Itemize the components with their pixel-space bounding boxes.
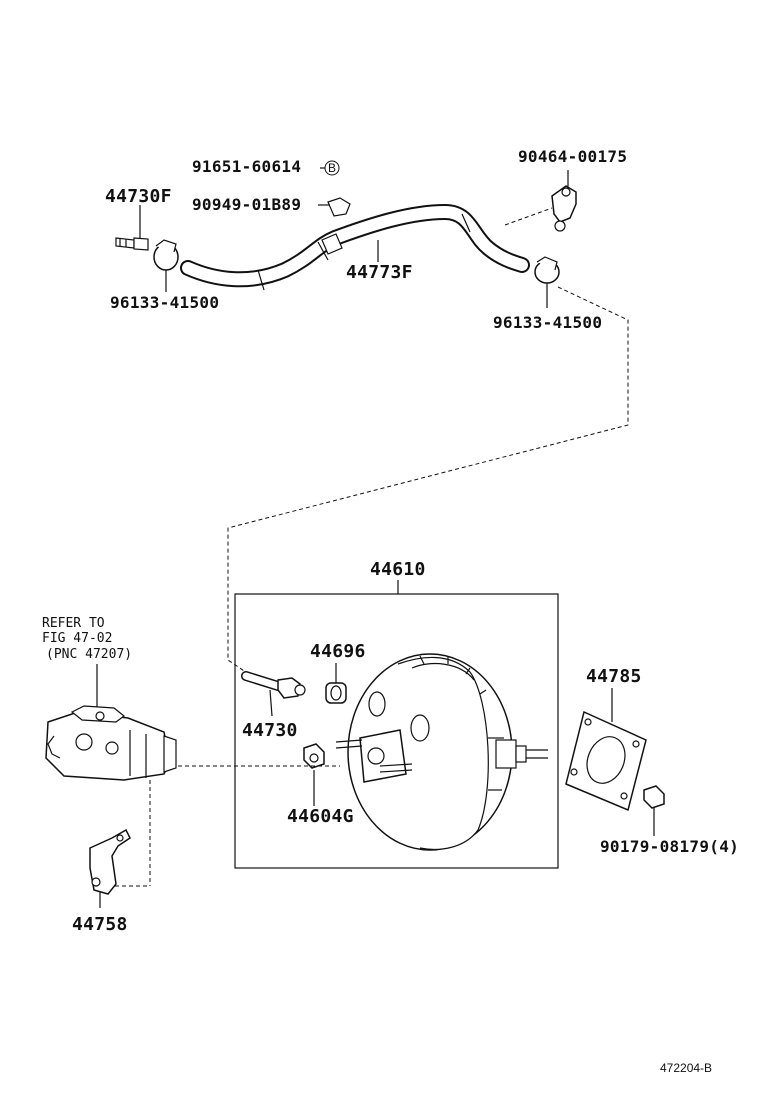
check-valve-44730	[241, 671, 306, 717]
label-90464-00175: 90464-00175	[518, 147, 627, 166]
label-44696: 44696	[310, 641, 366, 662]
label-44730f: 44730F	[105, 186, 172, 207]
nut-90179	[643, 785, 665, 836]
nut-44604g	[303, 743, 325, 806]
label-44773f: 44773F	[346, 262, 413, 283]
leader-lines-upper	[139, 167, 569, 308]
grommet-44696	[325, 663, 347, 704]
hose-clamp-right	[534, 256, 560, 284]
refer-to-line1: REFER TO	[42, 616, 105, 631]
label-44604g: 44604G	[287, 806, 354, 827]
label-44610: 44610	[370, 559, 426, 580]
vacuum-hose-assembly: B	[115, 160, 577, 291]
refer-to-line3: (PNC 47207)	[46, 647, 132, 662]
hose-clip-90949	[327, 197, 351, 217]
marker-b-text: B	[328, 161, 336, 175]
hose-clamp-left	[153, 239, 179, 271]
label-91651-60614: 91651-60614	[192, 157, 301, 176]
dashed-connection-line	[227, 286, 629, 676]
bracket-44758	[89, 828, 131, 908]
brake-booster-body	[335, 653, 548, 851]
connector-44730f	[115, 237, 149, 251]
label-90949-01b89: 90949-01B89	[192, 195, 301, 214]
label-96133-41500-left: 96133-41500	[110, 293, 219, 312]
label-90179-08179: 90179-08179(4)	[600, 837, 739, 856]
label-96133-41500-right: 96133-41500	[493, 313, 602, 332]
booster-assembly-box	[234, 593, 559, 869]
drawing-code: 472204-B	[660, 1061, 712, 1075]
gasket-44785	[565, 710, 647, 812]
label-44730: 44730	[242, 720, 298, 741]
label-44758: 44758	[72, 914, 128, 935]
master-cylinder	[45, 705, 177, 781]
refer-to-line2: FIG 47-02	[42, 631, 112, 646]
label-44785: 44785	[586, 666, 642, 687]
hose-clip-90464	[551, 185, 577, 232]
